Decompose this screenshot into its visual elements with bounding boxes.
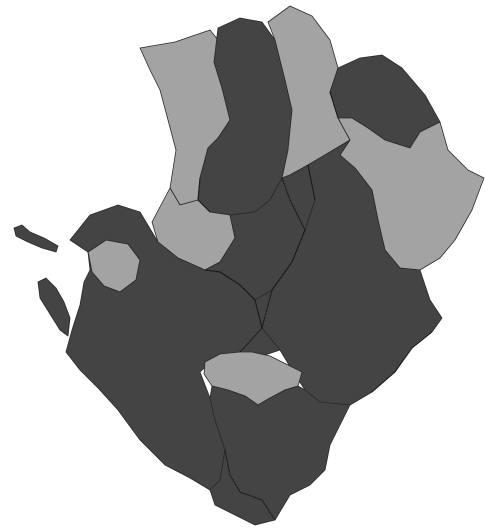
region-south [209,385,351,526]
island-south [37,277,71,337]
department-border [197,91,433,521]
island-north [13,224,59,253]
